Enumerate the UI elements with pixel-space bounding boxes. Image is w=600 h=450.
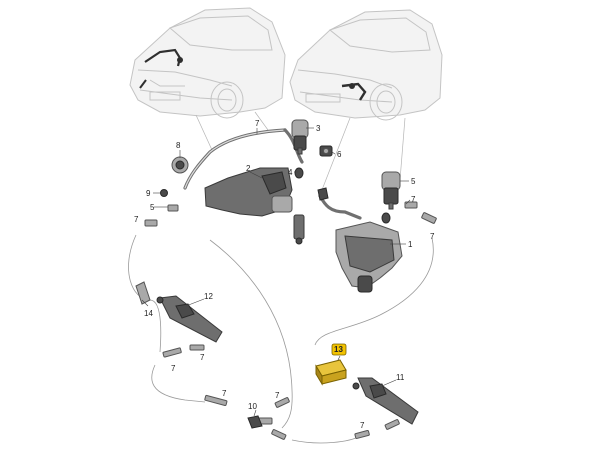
car-illustration-left	[129, 7, 286, 119]
callout-7-right-lower: 7	[430, 232, 435, 241]
washer-hose	[314, 237, 434, 346]
washer-fluid-reservoir	[317, 187, 403, 293]
washer-pump-right	[381, 171, 401, 210]
callout-6: 6	[337, 150, 342, 159]
guide-line	[195, 114, 213, 151]
callout-7-bottom-left: 7	[171, 364, 176, 373]
callout-7-bottom-right: 7	[275, 391, 280, 400]
nut-part-9	[160, 189, 168, 197]
screw-part-8	[171, 156, 189, 174]
callout-7-bottom-far: 7	[360, 421, 365, 430]
washer-hose	[151, 364, 206, 403]
callout-3: 3	[316, 124, 321, 133]
callout-9: 9	[146, 189, 151, 198]
guide-line	[319, 117, 351, 196]
callout-5-left: 5	[150, 203, 155, 212]
grommet-part-4	[294, 167, 391, 224]
connector-part-6	[319, 145, 333, 157]
guide-line	[399, 117, 406, 181]
washer-fluid-reservoir-upper	[204, 167, 305, 245]
callout-7-left: 7	[134, 215, 139, 224]
headlight-washer-left	[135, 281, 223, 343]
washer-hose	[209, 239, 293, 429]
highlighted-module-part-13	[315, 359, 347, 386]
hose-connector-right	[404, 201, 437, 224]
leader-lines	[141, 127, 411, 417]
hose-sections-bottom	[162, 344, 400, 440]
callout-13: 13	[334, 345, 343, 354]
washer-pump-top	[291, 119, 309, 155]
guide-line	[254, 111, 269, 131]
callout-13-badge: 13	[331, 343, 347, 356]
callout-7-bottom-mid: 7	[200, 353, 205, 362]
callout-2: 2	[246, 164, 251, 173]
callout-14: 14	[144, 309, 153, 318]
callout-10: 10	[248, 402, 257, 411]
headlight-washer-right	[352, 377, 419, 425]
callout-7-top: 7	[255, 119, 260, 128]
callout-4: 4	[288, 168, 293, 177]
callout-11: 11	[396, 373, 405, 382]
callout-7-bottom-tee: 7	[222, 389, 227, 398]
callout-7-right-upper: 7	[411, 195, 416, 204]
car-illustration-right	[289, 9, 443, 121]
hose-connector-left	[144, 204, 179, 227]
callout-12: 12	[204, 292, 213, 301]
callout-5-right: 5	[411, 177, 416, 186]
callout-1: 1	[408, 240, 413, 249]
washer-hose	[291, 435, 361, 444]
callout-8: 8	[176, 141, 181, 150]
